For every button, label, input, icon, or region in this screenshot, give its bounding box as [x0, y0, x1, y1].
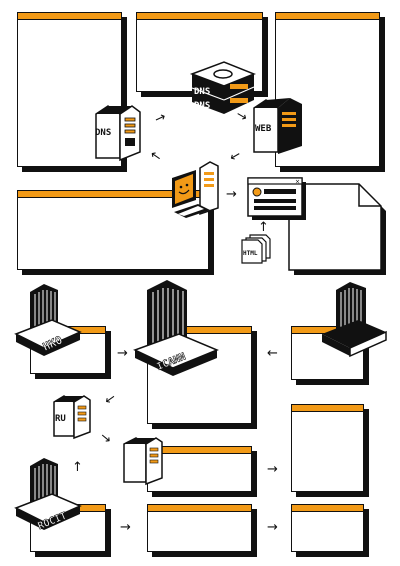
web-text: WEB — [255, 124, 272, 134]
web-server-icon — [253, 98, 302, 154]
panel-server-middle — [147, 446, 252, 492]
dns-server-stack-icon — [189, 61, 257, 114]
panel-top-bar — [148, 447, 251, 454]
icann-label: ICANN — [155, 351, 188, 373]
arrow-right-to-icann: ← — [267, 347, 278, 360]
arrow-middle-to-right: → — [267, 521, 278, 534]
arrow-icon: ← — [101, 390, 120, 409]
arrow-icon: ← — [146, 147, 165, 166]
arrow-icon: ← — [226, 147, 244, 166]
html-file-text: HTML — [243, 250, 258, 257]
panel-right-tall — [291, 404, 364, 492]
rocit-datacenter-icon — [14, 458, 82, 530]
arrow-icon: → — [96, 429, 115, 448]
panel-top-bar — [148, 327, 251, 334]
right-datacenter-icon — [322, 282, 387, 358]
arrow-icann-to-ru: ← — [101, 390, 120, 409]
html-files-icon: HTML — [241, 234, 271, 264]
rocit-label: ROCIT — [36, 511, 69, 533]
arrow-icon: → — [267, 520, 278, 535]
dns-top-labels: DNS DNS — [194, 87, 210, 111]
ru-label: RU — [55, 414, 66, 424]
hko-text: HKO — [41, 333, 65, 353]
panel-top-bar — [18, 13, 121, 20]
icann-text: ICANN — [155, 351, 187, 372]
panel-top-bar — [292, 405, 363, 412]
hko-label: HKO — [41, 333, 65, 354]
panel-top-bar — [18, 191, 208, 198]
panel-top-bar — [276, 13, 379, 20]
arrow-computer-to-dns: ← — [146, 147, 165, 166]
panel-top-right — [275, 12, 380, 167]
svg-text:×: × — [295, 179, 300, 186]
arrow-html-to-browser: ↑ — [258, 221, 269, 234]
arrow-rocit-to-middle: → — [120, 521, 131, 534]
arrow-icon: → — [120, 520, 131, 535]
panel-middle-left — [17, 190, 209, 270]
arrow-icon: ↑ — [72, 460, 83, 475]
arrow-web-to-computer: ← — [226, 147, 244, 166]
panel-bottom-right — [291, 504, 364, 552]
panel-top-bar — [137, 13, 262, 20]
dns-top-text-2: DNS — [194, 101, 210, 111]
arrow-rocit-to-ru: ↑ — [72, 461, 83, 474]
middle-server-icon — [123, 437, 163, 486]
panel-bottom-middle — [147, 504, 252, 552]
ru-server-icon — [53, 395, 91, 440]
dns-server-left-icon — [95, 105, 141, 162]
browser-window-icon: × — [247, 177, 306, 220]
dns-top-text-1: DNS — [194, 87, 210, 97]
arrow-icon: → — [152, 109, 169, 128]
web-label: WEB — [255, 124, 272, 134]
rocit-text: ROCIT — [36, 511, 68, 532]
dns-left-text: DNS — [95, 128, 111, 138]
icann-datacenter-icon — [133, 280, 219, 376]
panel-top-bar — [292, 505, 363, 512]
panel-top-left — [17, 12, 122, 167]
computer-workstation-icon — [172, 161, 219, 218]
arrow-dns-to-dnsstack: → — [152, 109, 169, 128]
arrow-hko-to-icann: → — [117, 347, 128, 360]
dns-left-label: DNS — [95, 128, 111, 138]
arrow-icon: ↑ — [258, 220, 269, 235]
ru-text: RU — [55, 414, 66, 424]
arrow-icon: → — [226, 187, 237, 202]
arrow-computer-to-browser: → — [226, 188, 237, 201]
arrow-server-to-right: → — [267, 463, 278, 476]
panel-top-bar — [148, 505, 251, 512]
folded-document-panel — [288, 183, 386, 275]
hko-datacenter-icon — [14, 284, 82, 356]
arrow-ru-to-server: → — [96, 429, 115, 448]
arrow-icon: → — [267, 462, 278, 477]
arrow-icon: ← — [267, 346, 278, 361]
arrow-icon: → — [117, 346, 128, 361]
